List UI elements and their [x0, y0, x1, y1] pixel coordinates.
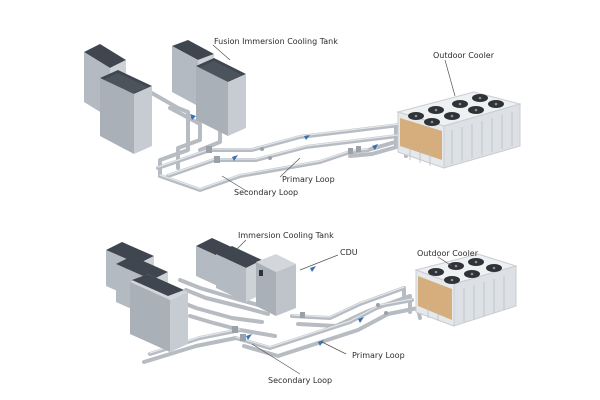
top-secondary-loop-label: Secondary Loop	[234, 188, 299, 197]
bottom-tank-row-left	[106, 242, 188, 352]
bottom-outdoor-cooler	[414, 253, 518, 327]
top-outdoor-cooler	[396, 91, 522, 169]
top-tank-front-left	[100, 70, 152, 154]
bottom-tank-label: Immersion Cooling Tank	[238, 231, 334, 240]
bottom-secondary-loop-label: Secondary Loop	[268, 376, 333, 385]
top-system	[84, 40, 522, 193]
bottom-cooler-label: Outdoor Cooler	[417, 249, 479, 258]
bottom-cdu-label: CDU	[340, 248, 358, 257]
top-leader-lines	[212, 44, 456, 193]
bottom-leader-lines	[235, 239, 453, 375]
top-flow-arrows	[190, 114, 378, 161]
bottom-tank-row-right	[196, 238, 262, 302]
bottom-flow-arrows	[246, 266, 364, 346]
top-tank-label: Fusion Immersion Cooling Tank	[214, 37, 338, 46]
bottom-pipe-network	[142, 278, 422, 364]
bottom-primary-loop-label: Primary Loop	[352, 351, 405, 360]
bottom-cdu	[256, 254, 296, 316]
top-tank-front-right	[196, 58, 246, 136]
bottom-system	[106, 238, 518, 375]
top-pipe-network	[148, 90, 430, 192]
top-cooler-label: Outdoor Cooler	[433, 51, 495, 60]
top-primary-loop-label: Primary Loop	[282, 175, 335, 184]
